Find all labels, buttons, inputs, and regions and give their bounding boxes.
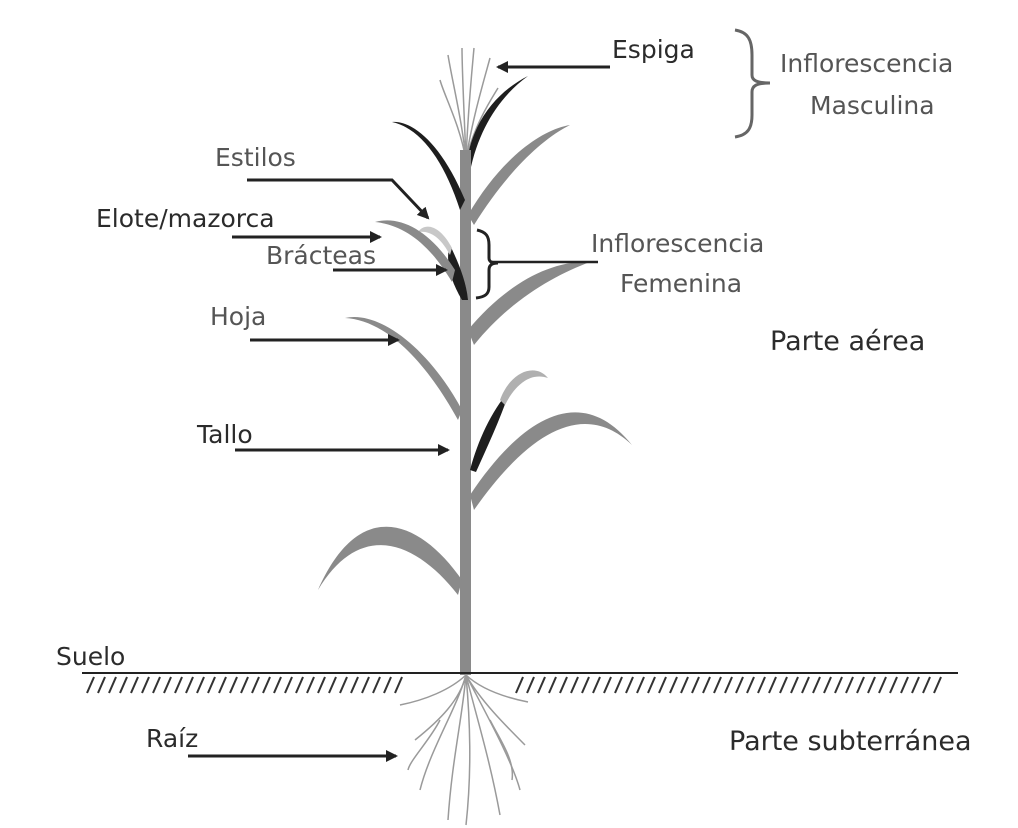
leaf-mid-left-small bbox=[375, 220, 455, 282]
label-inflorescencia-masculina-1: Inflorescencia bbox=[780, 49, 953, 78]
soil-hatch-mark bbox=[351, 677, 358, 693]
soil-hatch-mark bbox=[857, 677, 864, 693]
soil-hatch-mark bbox=[703, 677, 710, 693]
label-estilos: Estilos bbox=[215, 143, 296, 172]
soil-hatch-mark bbox=[714, 677, 721, 693]
soil-hatch-mark bbox=[98, 677, 105, 693]
soil-hatch-mark bbox=[373, 677, 380, 693]
bracket-femenina bbox=[476, 230, 498, 298]
soil-hatch-mark bbox=[901, 677, 908, 693]
label-inflorescencia-femenina-2: Femenina bbox=[620, 269, 742, 298]
label-inflorescencia-masculina-2: Masculina bbox=[810, 91, 935, 120]
soil-hatch-mark bbox=[648, 677, 655, 693]
soil-hatch-mark bbox=[626, 677, 633, 693]
soil-hatch-mark bbox=[318, 677, 325, 693]
soil-hatch-mark bbox=[780, 677, 787, 693]
label-elote: Elote/mazorca bbox=[96, 204, 275, 233]
leaf-bottom-left bbox=[318, 527, 462, 595]
soil-hatch-mark bbox=[791, 677, 798, 693]
soil-hatch-mark bbox=[571, 677, 578, 693]
soil-hatch-mark bbox=[890, 677, 897, 693]
label-inflorescencia-femenina-1: Inflorescencia bbox=[591, 229, 764, 258]
soil-hatch-mark bbox=[516, 677, 523, 693]
soil-hatch-mark bbox=[747, 677, 754, 693]
soil-hatch-mark bbox=[219, 677, 226, 693]
soil-hatch-mark bbox=[692, 677, 699, 693]
soil-hatch-mark bbox=[307, 677, 314, 693]
label-espiga: Espiga bbox=[612, 35, 695, 64]
soil-hatch-mark bbox=[934, 677, 941, 693]
soil-hatch-mark bbox=[109, 677, 116, 693]
soil-hatch-mark bbox=[252, 677, 259, 693]
soil-hatch-mark bbox=[769, 677, 776, 693]
soil-hatch-mark bbox=[659, 677, 666, 693]
soil-hatch-mark bbox=[241, 677, 248, 693]
soil-hatch-mark bbox=[538, 677, 545, 693]
soil-hatch-mark bbox=[131, 677, 138, 693]
label-raiz: Raíz bbox=[146, 724, 198, 753]
soil-hatch-mark bbox=[549, 677, 556, 693]
label-parte-subterranea: Parte subterránea bbox=[729, 726, 972, 757]
soil-hatch-mark bbox=[395, 677, 402, 693]
soil-hatch-mark bbox=[846, 677, 853, 693]
label-hoja: Hoja bbox=[210, 302, 266, 331]
label-suelo: Suelo bbox=[56, 642, 125, 671]
soil-hatch-mark bbox=[912, 677, 919, 693]
soil-hatch-mark bbox=[197, 677, 204, 693]
soil-hatch-mark bbox=[725, 677, 732, 693]
soil-hatch-mark bbox=[153, 677, 160, 693]
soil-hatch-mark bbox=[802, 677, 809, 693]
soil-hatch-mark bbox=[879, 677, 886, 693]
leaf-mid-right bbox=[468, 262, 590, 345]
soil-hatch-mark bbox=[186, 677, 193, 693]
maize-plant bbox=[318, 48, 632, 675]
soil-hatching bbox=[87, 677, 941, 693]
soil-hatch-mark bbox=[230, 677, 237, 693]
soil-hatch-mark bbox=[142, 677, 149, 693]
soil-hatch-mark bbox=[868, 677, 875, 693]
soil-hatch-mark bbox=[164, 677, 171, 693]
soil-hatch-mark bbox=[681, 677, 688, 693]
soil-hatch-mark bbox=[923, 677, 930, 693]
bracket-masculina bbox=[735, 30, 770, 137]
soil-hatch-mark bbox=[582, 677, 589, 693]
leaf-hoja bbox=[345, 317, 462, 420]
soil-hatch-mark bbox=[340, 677, 347, 693]
soil-hatch-mark bbox=[604, 677, 611, 693]
label-tallo: Tallo bbox=[196, 420, 253, 449]
soil-hatch-mark bbox=[87, 677, 94, 693]
roots bbox=[400, 675, 528, 825]
label-parte-aerea: Parte aérea bbox=[770, 326, 925, 357]
soil-hatch-mark bbox=[384, 677, 391, 693]
soil-hatch-mark bbox=[274, 677, 281, 693]
soil-hatch-mark bbox=[527, 677, 534, 693]
label-bracteas: Brácteas bbox=[266, 241, 376, 270]
soil-hatch-mark bbox=[296, 677, 303, 693]
soil-hatch-mark bbox=[615, 677, 622, 693]
soil-hatch-mark bbox=[120, 677, 127, 693]
silks-lower bbox=[500, 370, 548, 405]
leaf-top-left bbox=[392, 122, 465, 210]
soil-hatch-mark bbox=[175, 677, 182, 693]
soil-hatch-mark bbox=[758, 677, 765, 693]
soil-hatch-mark bbox=[670, 677, 677, 693]
soil-hatch-mark bbox=[637, 677, 644, 693]
soil-hatch-mark bbox=[285, 677, 292, 693]
leaf-top-right bbox=[468, 125, 570, 225]
soil-hatch-mark bbox=[835, 677, 842, 693]
soil-hatch-mark bbox=[824, 677, 831, 693]
soil-hatch-mark bbox=[736, 677, 743, 693]
soil-hatch-mark bbox=[329, 677, 336, 693]
soil-hatch-mark bbox=[813, 677, 820, 693]
stalk bbox=[460, 150, 471, 675]
soil-hatch-mark bbox=[362, 677, 369, 693]
soil-hatch-mark bbox=[208, 677, 215, 693]
soil-hatch-mark bbox=[560, 677, 567, 693]
soil-hatch-mark bbox=[593, 677, 600, 693]
soil-hatch-mark bbox=[263, 677, 270, 693]
